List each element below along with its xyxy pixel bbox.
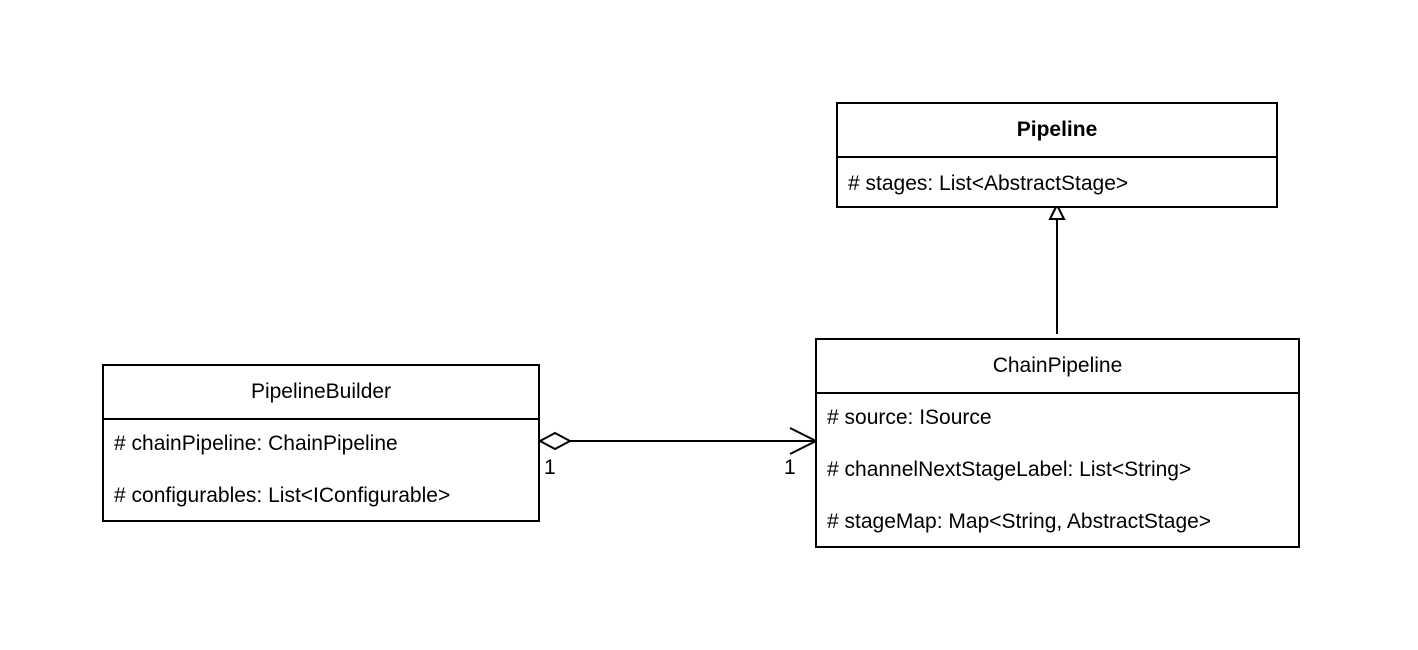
aggregation-connector [537,427,819,455]
source-multiplicity-label: 1 [544,456,556,479]
class-chain-pipeline[interactable]: ChainPipeline # source: ISource # channe… [815,338,1300,548]
class-attribute: # configurables: List<IConfigurable> [114,484,451,507]
class-attribute: # stages: List<AbstractStage> [848,172,1129,195]
generalization-connector [1048,202,1066,334]
generalization-arrowhead-icon [1048,202,1066,220]
class-name: Pipeline [838,104,1276,158]
class-attribute: # source: ISource [827,406,992,429]
aggregation-diamond-icon [537,431,573,451]
class-attribute: # stageMap: Map<String, AbstractStage> [827,510,1212,533]
class-attribute: # chainPipeline: ChainPipeline [114,432,398,455]
target-multiplicity-label: 1 [784,456,796,479]
class-pipeline-builder[interactable]: PipelineBuilder # chainPipeline: ChainPi… [102,364,540,522]
class-name: PipelineBuilder [104,366,538,420]
class-pipeline[interactable]: Pipeline # stages: List<AbstractStage> [836,102,1278,208]
class-name: ChainPipeline [817,340,1298,394]
class-attribute: # channelNextStageLabel: List<String> [827,458,1192,481]
